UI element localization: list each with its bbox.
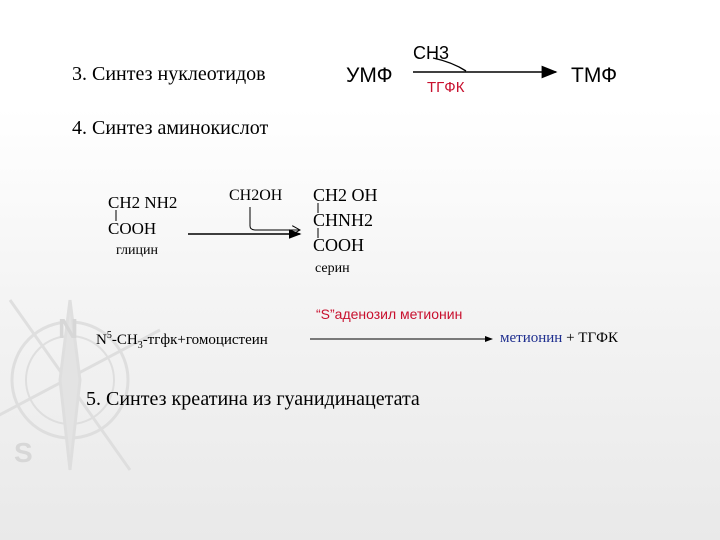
methyl-transfer-line [432, 57, 467, 72]
reactant-subscript: 3 [137, 340, 143, 351]
product-tgfk: + ТГФК [562, 330, 618, 346]
reactant-n: N [96, 332, 107, 348]
serine-line3: COOH [313, 235, 365, 255]
reactant-ch: -CH [111, 332, 138, 348]
section3-enzyme: ТГФК [427, 79, 465, 96]
glycine-line1: CH2 NH2 [108, 193, 178, 212]
reactant-superscript: 5 [106, 330, 112, 341]
compass-icon [0, 299, 161, 471]
methylation-product: метионин + ТГФК [500, 331, 618, 346]
glycine-name: глицин [116, 243, 158, 258]
product-methionine: метионин [500, 330, 563, 346]
donor-ch2oh: CH2OH [229, 187, 283, 204]
serine-line1: CH2 OH [313, 185, 378, 205]
section3-substrate: УМФ [346, 64, 393, 87]
watermark-letter-n: N [58, 313, 78, 344]
serine-line2: CHNH2 [313, 210, 374, 230]
methylation-reactant: N5-CH3-тгфк+гомоцистеин [96, 331, 268, 351]
section3-product: ТМФ [571, 64, 618, 87]
section3-methyl: СН3 [413, 43, 450, 63]
section4-heading: 4. Синтез аминокислот [72, 117, 269, 139]
reactant-rest: -тгфк+гомоцистеин [142, 332, 268, 348]
serine-name: серин [315, 261, 350, 276]
watermark-letter-s: S [14, 437, 33, 468]
section3-heading: 3. Синтез нуклеотидов [72, 63, 266, 85]
section5-heading: 5. Синтез креатина из гуанидинацетата [86, 388, 420, 410]
glycine-line2: COOH [108, 219, 157, 238]
ch2oh-input-line [249, 207, 300, 230]
cofactor-sam: “S”аденозил метионин [316, 306, 463, 322]
